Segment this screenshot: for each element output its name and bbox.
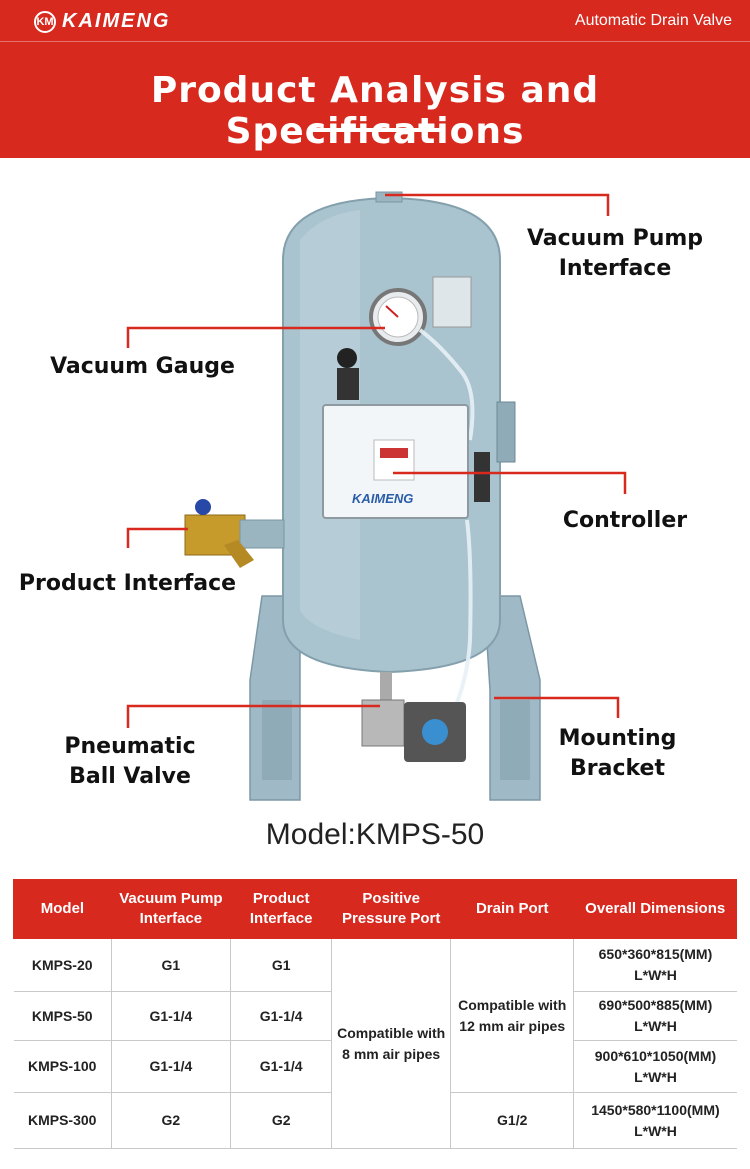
callout-lines xyxy=(126,193,627,728)
callout-mounting-bracket xyxy=(494,696,620,718)
cell-product: G2 xyxy=(229,1092,333,1149)
cell-vacuum: G1-1/4 xyxy=(110,1040,231,1093)
controller-readout xyxy=(380,448,408,458)
cell-model: KMPS-300 xyxy=(13,1092,112,1149)
cell-model: KMPS-100 xyxy=(13,1040,112,1093)
tagline: Automatic Drain Valve xyxy=(574,12,732,29)
label-vacuum-gauge: Vacuum Gauge xyxy=(50,354,235,379)
cell-dims: 690*500*885(MM) L*W*H xyxy=(573,991,737,1041)
top-port xyxy=(375,191,403,203)
spec-table: Model Vacuum Pump Interface Product Inte… xyxy=(13,879,737,1149)
right-leg-slot xyxy=(500,700,530,780)
air-tube xyxy=(418,328,475,441)
left-leg-slot xyxy=(262,700,292,780)
header-product-interface: Product Interface xyxy=(229,879,333,939)
name-plate xyxy=(432,276,472,328)
cell-product: G1-1/4 xyxy=(229,1040,333,1093)
page-title: Product Analysis and Specifications xyxy=(150,70,600,152)
table-row: KMPS-100 G1-1/4 G1-1/4 900*610*1050(MM) … xyxy=(13,1040,737,1093)
header-drain-port: Drain Port xyxy=(449,879,575,939)
cell-dims: 650*360*815(MM) L*W*H xyxy=(573,938,737,992)
cell-product: G1 xyxy=(229,938,333,992)
callout-controller xyxy=(393,471,627,494)
header-banner: KM KAIMENG Automatic Drain Valve Product… xyxy=(0,0,750,158)
regulator-body xyxy=(337,368,359,400)
regulator-knob xyxy=(337,348,357,368)
label-controller: Controller xyxy=(562,508,688,533)
callout-vacuum-pump xyxy=(385,193,610,216)
solenoid xyxy=(474,452,490,502)
cell-model: KMPS-50 xyxy=(13,991,112,1041)
brand-name: KAIMENG xyxy=(62,10,171,32)
controller-brand: KAIMENG xyxy=(352,491,413,506)
callout-product-interface xyxy=(126,527,188,548)
header-divider xyxy=(0,41,750,42)
cell-drain-port-shared: Compatible with 12 mm air pipes xyxy=(449,938,575,1093)
brand: KM KAIMENG xyxy=(34,10,170,33)
cell-product: G1-1/4 xyxy=(229,991,333,1041)
title-underline xyxy=(309,128,441,132)
callout-ball-valve xyxy=(126,704,380,728)
strainer xyxy=(224,540,254,568)
table-row: KMPS-50 G1-1/4 G1-1/4 690*500*885(MM) L*… xyxy=(13,991,737,1041)
header-positive-port: Positive Pressure Port xyxy=(331,879,451,939)
gauge-needle xyxy=(385,305,399,318)
label-product-interface: Product Interface xyxy=(18,571,237,596)
table-row: KMPS-20 G1 G1 Compatible with 8 mm air p… xyxy=(13,938,737,1149)
air-tube-lower xyxy=(448,519,473,721)
cell-drain-port: G1/2 xyxy=(449,1092,575,1149)
cell-dims: 1450*580*1100(MM) L*W*H xyxy=(573,1092,737,1149)
cell-dims: 900*610*1050(MM) L*W*H xyxy=(573,1040,737,1093)
header-model: Model xyxy=(13,879,112,939)
actuator-indicator xyxy=(422,719,448,745)
label-pneumatic-ball-valve: Pneumatic Ball Valve xyxy=(64,734,196,789)
table-row: KMPS-300 G2 G2 G1/2 1450*580*1100(MM) L*… xyxy=(13,1092,737,1149)
cell-vacuum: G1-1/4 xyxy=(110,991,231,1041)
label-vacuum-pump-interface: Vacuum Pump Interface xyxy=(526,226,704,281)
side-bracket xyxy=(496,401,516,463)
table-header-row: Model Vacuum Pump Interface Product Inte… xyxy=(13,879,737,939)
tank-illustration: KAIMENG xyxy=(126,191,627,801)
cell-model: KMPS-20 xyxy=(13,938,112,992)
model-caption: Model:KMPS-50 xyxy=(265,818,485,851)
label-mounting-bracket: Mounting Bracket xyxy=(558,726,677,781)
cell-positive-port: Compatible with 8 mm air pipes xyxy=(331,938,451,1149)
header-vacuum-pump: Vacuum Pump Interface xyxy=(110,879,231,939)
header-dimensions: Overall Dimensions xyxy=(573,879,737,939)
bottom-pipe xyxy=(380,672,392,702)
cell-vacuum: G1 xyxy=(110,938,231,992)
cell-vacuum: G2 xyxy=(110,1092,231,1149)
ball-valve-body xyxy=(361,699,405,747)
brand-logo-icon: KM xyxy=(34,10,56,33)
callout-vacuum-gauge xyxy=(126,326,385,348)
valve-handle xyxy=(195,499,211,515)
side-port xyxy=(239,519,285,549)
